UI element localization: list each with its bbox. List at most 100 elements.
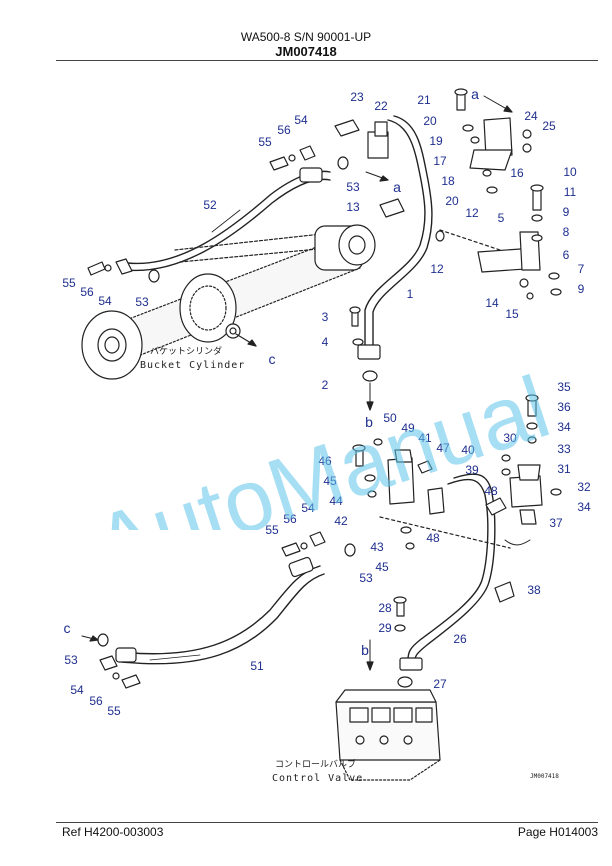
callout-49: 49 (401, 421, 415, 435)
callout-54: 54 (70, 683, 84, 697)
reference-letter-c: c (269, 351, 276, 367)
callout-47: 47 (436, 441, 450, 455)
callout-16: 16 (510, 166, 524, 180)
callout-35: 35 (557, 380, 571, 394)
bracket-41 (352, 438, 511, 550)
header-model: WA500-8 S/N 90001-UP (240, 30, 372, 44)
callout-20: 20 (445, 194, 459, 208)
callout-14: 14 (485, 296, 499, 310)
callout-5: 5 (498, 211, 505, 225)
callout-9: 9 (578, 282, 585, 296)
hose-51 (115, 556, 325, 665)
callout-39: 39 (465, 463, 479, 477)
callout-53: 53 (135, 295, 149, 309)
callout-29: 29 (378, 621, 392, 635)
callout-45: 45 (323, 474, 337, 488)
bucket-cylinder-label: Bucket Cylinder (140, 360, 245, 371)
callout-18: 18 (441, 174, 455, 188)
watermark: AutoManual (83, 357, 560, 530)
callout-55: 55 (62, 276, 76, 290)
callout-26: 26 (453, 632, 467, 646)
callout-54: 54 (98, 294, 112, 308)
callout-45: 45 (375, 560, 389, 574)
callout-8: 8 (563, 225, 570, 239)
footer-rule (56, 822, 598, 823)
watermark-text: AutoManual (83, 357, 560, 530)
callout-23: 23 (350, 90, 364, 104)
footer-page: Page H014003 (517, 825, 598, 839)
callout-53: 53 (359, 571, 373, 585)
tube-1 (357, 115, 433, 360)
bucket-cylinder (81, 224, 376, 380)
callout-10: 10 (563, 165, 577, 179)
callout-51: 51 (250, 659, 264, 673)
control-valve-label: Control Valve (272, 773, 363, 784)
callout-2: 2 (322, 378, 329, 392)
hose-52 (125, 167, 331, 272)
upper-fittings (87, 145, 349, 283)
callout-46: 46 (318, 454, 332, 468)
control-valve-label-jp: コントロールバルブ (275, 758, 356, 770)
callout-3: 3 (322, 310, 329, 324)
bolt-3 (349, 306, 378, 411)
callout-37: 37 (549, 516, 563, 530)
callout-9: 9 (563, 205, 570, 219)
callout-52: 52 (203, 198, 217, 212)
callout-32: 32 (577, 480, 591, 494)
reference-letter-c: c (64, 620, 71, 636)
callout-44: 44 (329, 494, 343, 508)
callout-20: 20 (423, 114, 437, 128)
drawing-number-stamp: JM007418 (530, 773, 559, 780)
callout-22: 22 (374, 99, 388, 113)
bracket-30 (501, 394, 562, 525)
callout-12: 12 (430, 262, 444, 276)
header-rule (56, 60, 598, 61)
bracket-5 (435, 184, 562, 300)
callout-56: 56 (283, 512, 297, 526)
callout-54: 54 (301, 501, 315, 515)
callout-4: 4 (322, 335, 329, 349)
callout-56: 56 (277, 123, 291, 137)
callout-40: 40 (461, 443, 475, 457)
callout-48: 48 (484, 484, 498, 498)
callout-54: 54 (294, 113, 308, 127)
callout-12: 12 (465, 206, 479, 220)
callout-36: 36 (557, 400, 571, 414)
callout-17: 17 (433, 154, 447, 168)
reference-letter-a: a (471, 86, 479, 102)
callout-48: 48 (426, 531, 440, 545)
callout-55: 55 (258, 135, 272, 149)
callout-24: 24 (524, 109, 538, 123)
callout-56: 56 (89, 694, 103, 708)
control-valve (335, 689, 441, 781)
tube-26 (399, 473, 531, 671)
callout-25: 25 (542, 119, 556, 133)
callout-33: 33 (557, 442, 571, 456)
callout-1: 1 (407, 287, 414, 301)
header-drawing-code: JM007418 (275, 44, 337, 59)
reference-letter-a: a (393, 179, 401, 195)
bucket-cylinder-label-jp: バケットシリンダ (150, 345, 222, 357)
callout-13: 13 (346, 200, 360, 214)
callout-31: 31 (557, 462, 571, 476)
callout-42: 42 (334, 514, 348, 528)
callout-53: 53 (64, 653, 78, 667)
clamps-upper (334, 119, 405, 218)
bracket-16 (454, 88, 532, 194)
callout-21: 21 (417, 93, 431, 107)
callout-38: 38 (527, 583, 541, 597)
callout-41: 41 (418, 431, 432, 445)
reference-letter-b: b (365, 414, 373, 430)
callout-11: 11 (564, 185, 577, 199)
callout-27: 27 (433, 677, 447, 691)
callout-53: 53 (346, 180, 360, 194)
callout-28: 28 (378, 601, 392, 615)
callout-15: 15 (505, 307, 519, 321)
reference-letter-b: b (361, 642, 369, 658)
callout-34: 34 (557, 420, 571, 434)
callout-19: 19 (429, 134, 443, 148)
lower-fittings (81, 531, 413, 689)
callout-30: 30 (503, 431, 517, 445)
